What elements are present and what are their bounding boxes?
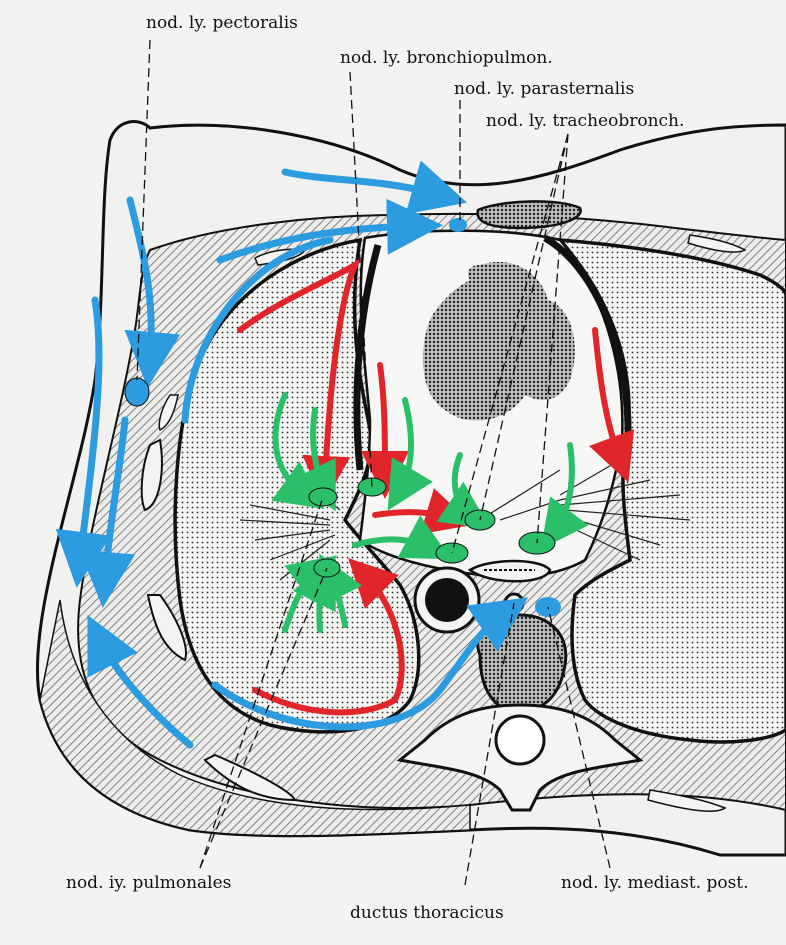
green-pathways [271,392,589,633]
rib [140,438,163,512]
label-pulmonales: nod. iy. pulmonales [66,873,231,893]
aorta-lumen [425,578,469,622]
heart [422,261,575,421]
label-ductus: ductus thoracicus [350,903,504,923]
label-parasternalis: nod. ly. parasternalis [454,79,634,99]
rib [146,594,187,662]
red-pathways [237,257,635,716]
vertebral-body [476,613,568,714]
leader-lines [136,39,611,886]
rib [158,394,179,432]
rib [647,789,727,813]
node-pectoralis [124,377,150,407]
label-bronchiopulmon: nod. ly. bronchiopulmon. [340,48,553,68]
node-bronchiopulmon [308,487,338,507]
blue-pathways [55,160,529,749]
rib [203,753,297,802]
pleura-edge [353,244,382,471]
back-muscle [39,599,471,837]
pleura-edge [543,234,632,441]
rib [687,234,747,253]
sternum [476,200,582,230]
label-mediast: nod. ly. mediast. post. [561,873,749,893]
spinal-canal [494,714,546,766]
label-pectoralis: nod. ly. pectoralis [146,13,298,33]
label-tracheobronch: nod. ly. tracheobronch. [486,111,684,131]
node-parasternalis [449,218,467,232]
esophagus [467,559,552,583]
